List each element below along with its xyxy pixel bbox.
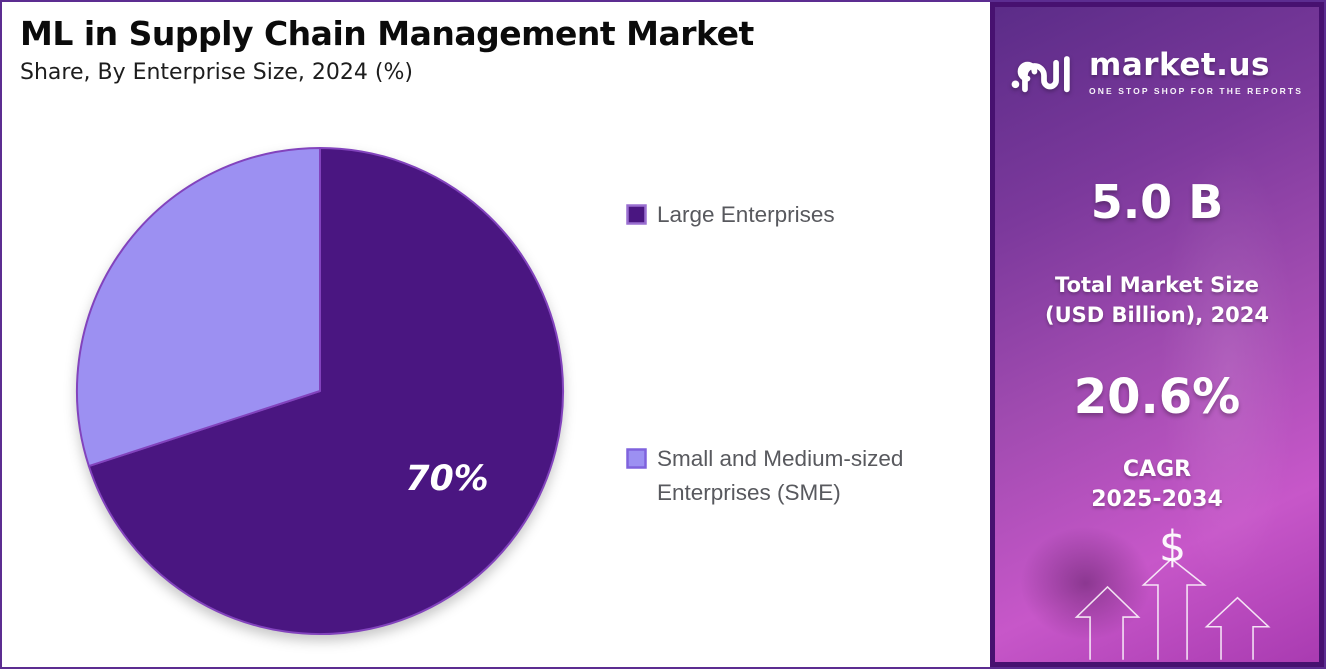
legend-swatch-large-enterprises-icon [626, 204, 647, 225]
brand-name: market.us [1089, 46, 1270, 83]
brand-logo: market.us ONE STOP SHOP FOR THE REPORTS [995, 45, 1319, 97]
cagr-label: CAGR 2025-2034 [995, 455, 1319, 515]
up-arrow-icon [1204, 596, 1271, 660]
chart-area: ML in Supply Chain Management Market Sha… [2, 2, 990, 667]
stats-sidebar: market.us ONE STOP SHOP FOR THE REPORTS … [990, 2, 1324, 667]
brand-tagline: ONE STOP SHOP FOR THE REPORTS [1089, 85, 1303, 96]
pie-data-label: 70% [405, 459, 488, 499]
page-title: ML in Supply Chain Management Market [20, 14, 754, 53]
brand-text: market.us ONE STOP SHOP FOR THE REPORTS [1089, 47, 1303, 96]
chart-header: ML in Supply Chain Management Market Sha… [20, 14, 754, 85]
pie-slice-large-enterprises [87, 146, 565, 636]
growth-arrows-icon: $ [1074, 522, 1271, 660]
total-market-size-value: 5.0 B [1090, 175, 1224, 229]
total-market-size-label: Total Market Size (USD Billion), 2024 [995, 270, 1319, 330]
legend-label: Large Enterprises [657, 198, 835, 232]
total-market-size-label-line: Total Market Size [1055, 273, 1259, 297]
legend-label-line: Small and Medium-sized [657, 446, 904, 471]
pie-chart: 70% [75, 146, 565, 636]
up-arrow-icon [1074, 585, 1141, 660]
market-us-logo-icon [1011, 56, 1070, 93]
legend-label-line: Enterprises (SME) [657, 480, 841, 505]
cagr-label-line: CAGR [1122, 457, 1192, 482]
cagr-label-line: 2025-2034 [1091, 487, 1223, 512]
legend-label: Small and Medium-sized Enterprises (SME) [657, 442, 903, 510]
page-subtitle: Share, By Enterprise Size, 2024 (%) [20, 60, 413, 85]
dollar-icon: $ [1159, 522, 1186, 572]
cagr-value: 20.6% [1073, 369, 1241, 425]
legend-swatch-sme-icon [626, 448, 647, 469]
legend-item-large-enterprises: Large Enterprises [626, 198, 835, 232]
legend-item-sme: Small and Medium-sized Enterprises (SME) [626, 442, 903, 510]
total-market-size-label-line: (USD Billion), 2024 [1044, 303, 1270, 327]
legend-label-line: Large Enterprises [657, 202, 835, 227]
up-arrow-icon [1141, 557, 1207, 660]
pie-slice-sme [75, 146, 321, 468]
